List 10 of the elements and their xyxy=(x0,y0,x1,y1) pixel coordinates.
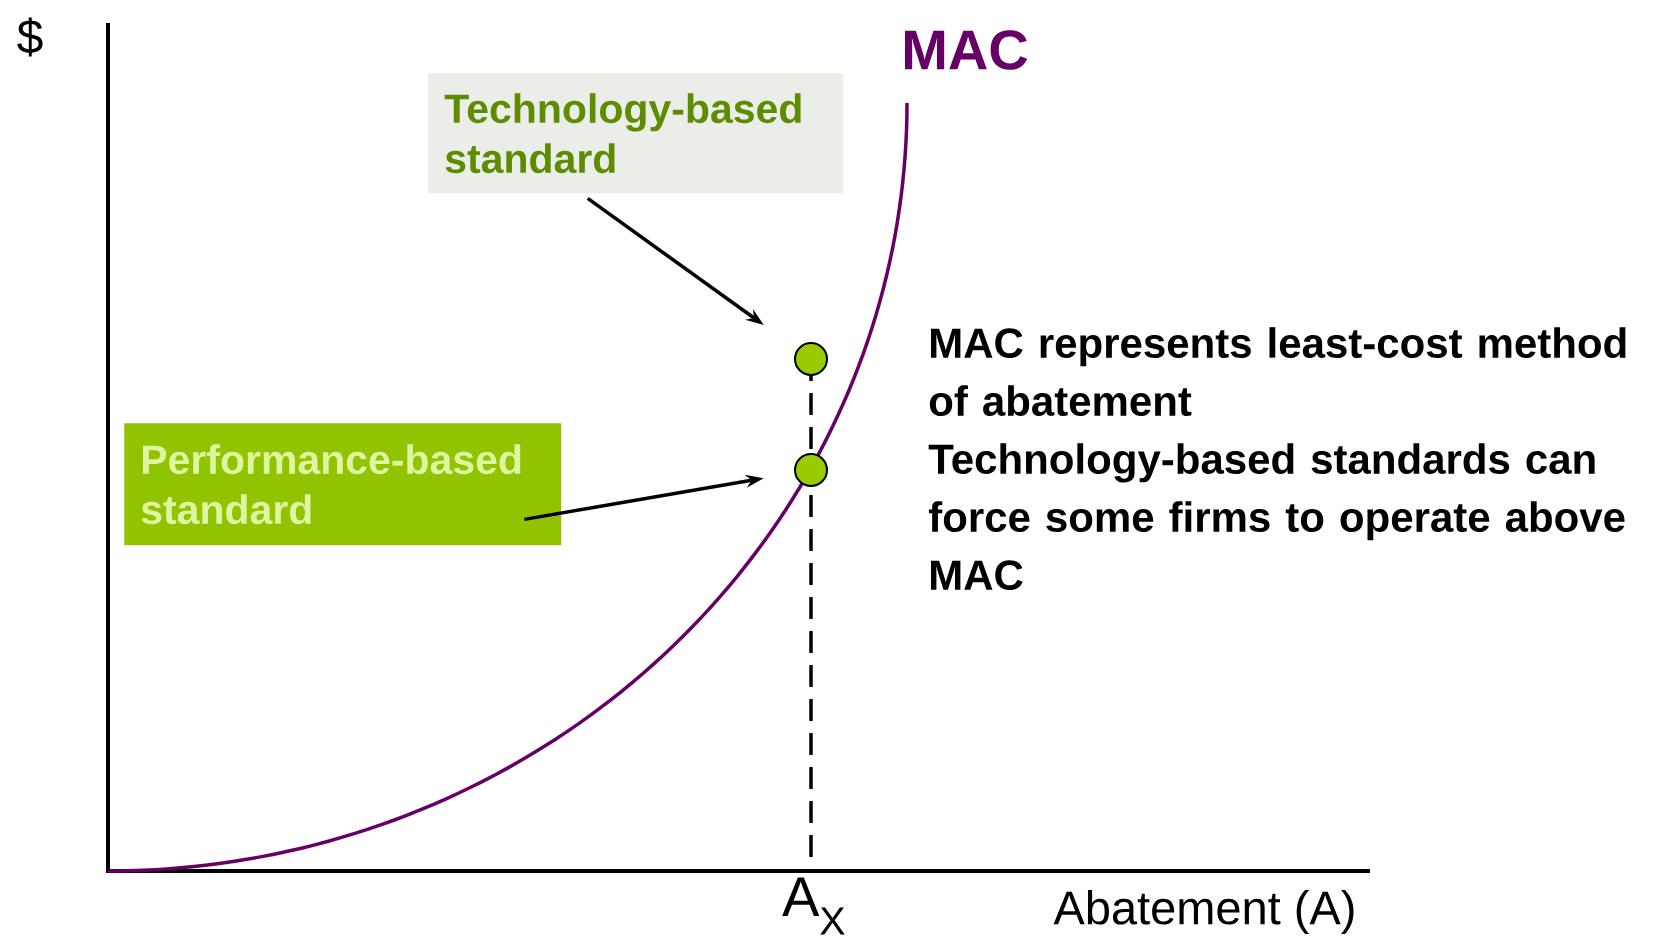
point-marker xyxy=(794,453,828,487)
axis-title: Abatement (A) xyxy=(1053,890,1354,934)
standard-box: Performance-based standard xyxy=(124,423,562,546)
tick-label: A$_{X}$ xyxy=(782,877,845,935)
standard-box: Technology-based standard xyxy=(428,73,844,194)
note-text: MAC represents least-cost method of abatement xyxy=(929,327,1626,417)
note-text: Technology-based standards can force some firms to operate above MAC xyxy=(928,443,1625,591)
axis-label: $ xyxy=(17,17,43,57)
curve-label: MAC xyxy=(905,30,1028,70)
point-marker xyxy=(794,342,828,376)
